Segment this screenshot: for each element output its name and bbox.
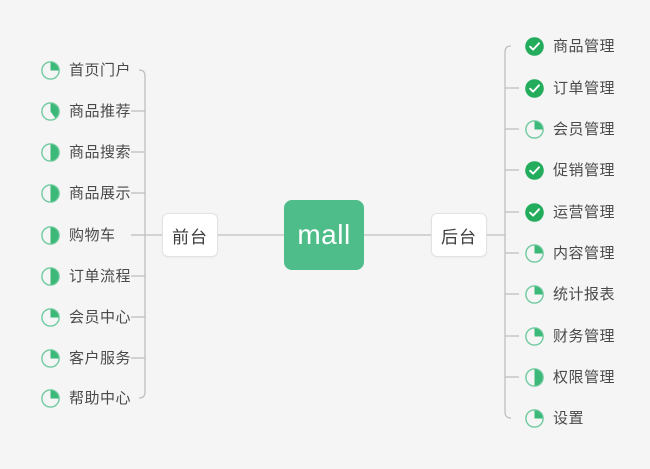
leaf-item-back-2[interactable]: 会员管理 xyxy=(524,116,615,142)
spine-back xyxy=(504,45,512,419)
leaf-item-back-3[interactable]: 促销管理 xyxy=(524,157,615,183)
leaf-item-back-6[interactable]: 统计报表 xyxy=(524,281,615,307)
leaf-item-back-9[interactable]: 设置 xyxy=(524,405,584,431)
leaf-item-label: 权限管理 xyxy=(553,368,616,386)
pie-icon xyxy=(40,388,61,409)
pie-icon xyxy=(524,243,545,264)
branch-node-front-label: 前台 xyxy=(172,227,208,247)
root-node-mall[interactable]: mall xyxy=(284,200,364,270)
leaf-item-front-7[interactable]: 客户服务 xyxy=(40,345,131,371)
branch-node-front[interactable]: 前台 xyxy=(162,213,218,257)
branch-node-back[interactable]: 后台 xyxy=(431,213,487,257)
branch-node-back-label: 后台 xyxy=(441,227,477,247)
leaf-item-back-7[interactable]: 财务管理 xyxy=(524,323,615,349)
pie-icon xyxy=(40,101,61,122)
pie-icon xyxy=(524,119,545,140)
leaf-item-label: 设置 xyxy=(553,409,585,427)
pie-icon xyxy=(524,367,545,388)
pie-icon xyxy=(40,307,61,328)
leaf-item-label: 商品推荐 xyxy=(69,102,132,120)
pie-icon xyxy=(40,266,61,287)
leaf-item-label: 内容管理 xyxy=(553,244,616,262)
leaf-item-back-4[interactable]: 运营管理 xyxy=(524,199,615,225)
leaf-item-back-1[interactable]: 订单管理 xyxy=(524,75,615,101)
root-node-label: mall xyxy=(297,219,351,250)
leaf-item-front-2[interactable]: 商品搜索 xyxy=(40,139,131,165)
leaf-item-front-6[interactable]: 会员中心 xyxy=(40,304,131,330)
leaf-item-label: 帮助中心 xyxy=(69,389,132,407)
spine-front xyxy=(138,69,146,399)
leaf-item-label: 购物车 xyxy=(69,226,116,244)
pie-icon xyxy=(40,348,61,369)
leaf-item-front-8[interactable]: 帮助中心 xyxy=(40,385,131,411)
leaf-item-label: 促销管理 xyxy=(553,161,616,179)
check-circle-icon xyxy=(524,160,545,181)
pie-icon xyxy=(40,225,61,246)
pie-icon xyxy=(524,326,545,347)
pie-icon xyxy=(524,408,545,429)
check-circle-icon xyxy=(524,36,545,57)
leaf-item-label: 商品搜索 xyxy=(69,143,132,161)
leaf-item-label: 首页门户 xyxy=(69,61,132,79)
pie-icon xyxy=(40,183,61,204)
leaf-item-back-8[interactable]: 权限管理 xyxy=(524,364,615,390)
leaf-item-back-0[interactable]: 商品管理 xyxy=(524,33,615,59)
leaf-item-back-5[interactable]: 内容管理 xyxy=(524,240,615,266)
leaf-item-label: 财务管理 xyxy=(553,327,616,345)
leaf-item-front-3[interactable]: 商品展示 xyxy=(40,180,131,206)
leaf-item-front-5[interactable]: 订单流程 xyxy=(40,263,131,289)
leaf-item-label: 运营管理 xyxy=(553,203,616,221)
leaf-item-label: 商品管理 xyxy=(553,37,616,55)
pie-icon xyxy=(524,284,545,305)
leaf-item-front-4[interactable]: 购物车 xyxy=(40,222,116,248)
pie-icon xyxy=(40,60,61,81)
check-circle-icon xyxy=(524,202,545,223)
leaf-item-front-1[interactable]: 商品推荐 xyxy=(40,98,131,124)
leaf-item-label: 客户服务 xyxy=(69,349,132,367)
pie-icon xyxy=(40,142,61,163)
leaf-item-label: 订单管理 xyxy=(553,79,616,97)
leaf-item-front-0[interactable]: 首页门户 xyxy=(40,57,131,83)
leaf-item-label: 会员中心 xyxy=(69,308,132,326)
leaf-item-label: 会员管理 xyxy=(553,120,616,138)
leaf-item-label: 商品展示 xyxy=(69,184,132,202)
leaf-item-label: 统计报表 xyxy=(553,285,616,303)
check-circle-icon xyxy=(524,78,545,99)
leaf-item-label: 订单流程 xyxy=(69,267,132,285)
